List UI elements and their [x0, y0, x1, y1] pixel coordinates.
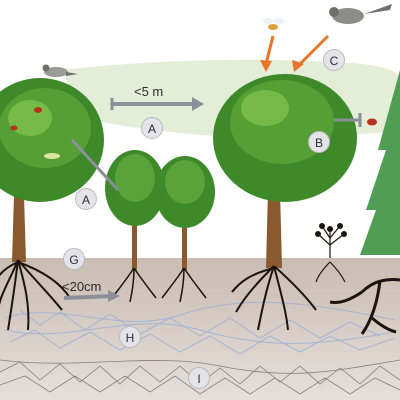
dead-root-system — [329, 278, 400, 335]
small-tree-2-trunk — [182, 215, 187, 270]
small-tree-1 — [105, 150, 165, 303]
herb-flowers — [315, 223, 347, 237]
dispersal-arrows — [264, 34, 330, 68]
conifer-tree — [360, 70, 400, 255]
bird-icon-left — [42, 64, 78, 77]
below-ground-distance-arrow — [63, 290, 120, 302]
label-h: H — [119, 326, 141, 348]
interaction-arrows — [70, 113, 362, 192]
below-ground-distance-label: <20cm — [62, 279, 102, 294]
above-ground-distance-arrow — [110, 97, 204, 111]
beetles-on-left-canopy — [10, 107, 42, 131]
above-ground-distance-label: <5 m — [134, 84, 164, 99]
caterpillar-icon — [44, 153, 60, 159]
left-tree-trunk — [12, 195, 26, 262]
mycelium-network-upper — [4, 301, 396, 355]
bird-dispersal-arrow — [296, 34, 330, 68]
label-g: G — [63, 248, 85, 270]
right-tree-roots — [231, 265, 317, 331]
small-tree-2 — [155, 156, 215, 303]
beetle-icon — [367, 118, 377, 126]
label-a-left: A — [75, 188, 97, 210]
flying-insect-icon — [263, 18, 284, 30]
small-tree-1-trunk — [132, 212, 137, 270]
insect-dispersal-arrow — [264, 35, 275, 65]
left-large-tree — [0, 78, 104, 331]
label-b: B — [308, 131, 330, 153]
influence-arrow-a — [70, 138, 120, 192]
label-a-top: A — [141, 117, 163, 139]
label-c: C — [323, 49, 345, 71]
right-tree-trunk — [266, 190, 282, 268]
bird-icon-top-right — [329, 4, 392, 24]
small-tree-2-roots — [161, 267, 207, 303]
label-i: I — [188, 367, 210, 389]
left-tree-roots — [0, 259, 71, 331]
